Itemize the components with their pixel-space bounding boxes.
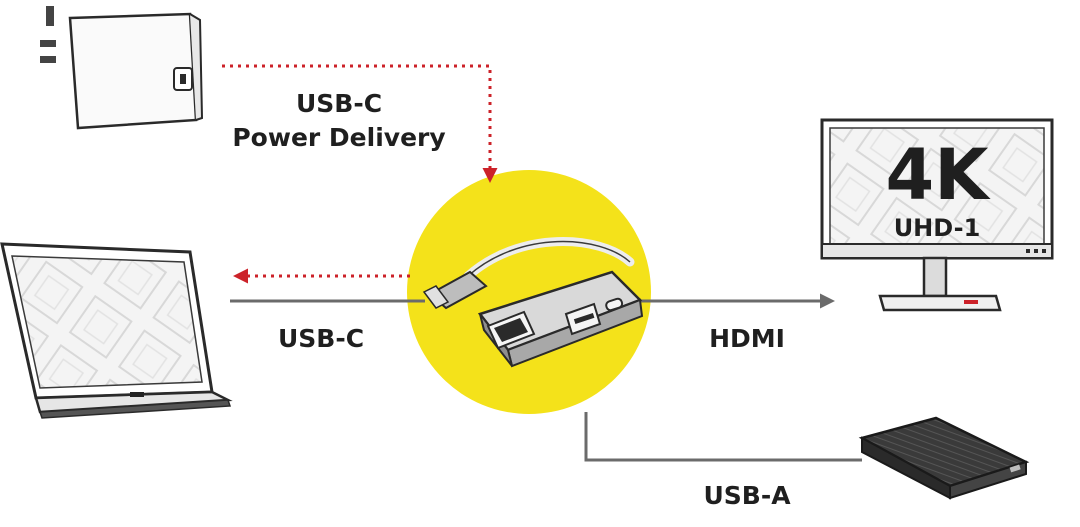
monitor-connection-label: HDMI xyxy=(709,324,785,353)
power-delivery-label-line2: Power Delivery xyxy=(232,123,445,152)
usb-a-line xyxy=(584,412,862,462)
monitor-standard-label: UHD-1 xyxy=(894,214,981,242)
power-delivery-label-line1: USB-C xyxy=(296,89,382,118)
power-delivery-arrow xyxy=(222,64,498,183)
usb-c-hub-icon xyxy=(422,237,644,368)
external-drive-icon xyxy=(858,416,1030,500)
laptop-connection-label: USB-C xyxy=(278,324,364,353)
adapter-highlight xyxy=(407,170,651,414)
laptop-icon xyxy=(0,242,233,419)
monitor-resolution-label: 4K xyxy=(886,134,992,216)
charger-icon xyxy=(40,6,204,130)
drive-connection-label: USB-A xyxy=(703,481,791,510)
monitor-icon xyxy=(820,118,1054,312)
